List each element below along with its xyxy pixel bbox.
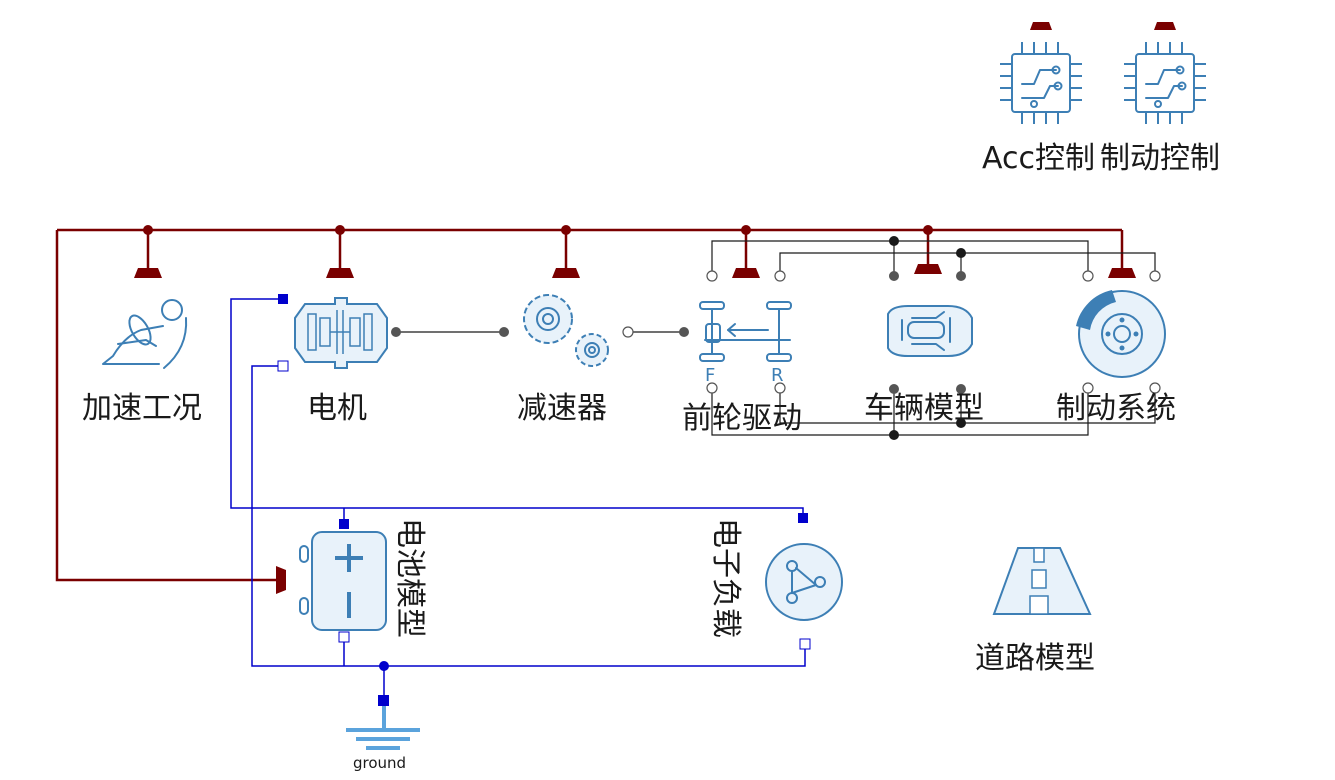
gears-icon xyxy=(523,294,609,367)
electronic-load-label: 电子负载 xyxy=(708,518,743,638)
flange-port[interactable] xyxy=(706,270,718,282)
driver-seat-icon xyxy=(102,299,188,369)
flange-port[interactable] xyxy=(679,327,689,337)
flange-port[interactable] xyxy=(956,271,966,281)
flange-port[interactable] xyxy=(391,327,401,337)
motor-icon xyxy=(294,297,388,369)
control-bus-port[interactable] xyxy=(1108,268,1136,278)
control-bus-port[interactable] xyxy=(914,264,942,274)
battery-icon xyxy=(299,531,387,631)
vehicle-model-label: 车辆模型 xyxy=(864,391,984,426)
reducer-label: 减速器 xyxy=(517,391,607,426)
flange-port[interactable] xyxy=(1149,382,1161,394)
front-drive-label: 前轮驱动 xyxy=(682,401,802,436)
control-bus-port[interactable] xyxy=(552,268,580,278)
flange-port[interactable] xyxy=(889,384,899,394)
motor-block[interactable]: 电机 xyxy=(277,268,401,426)
vehicle-model-block[interactable]: 车辆模型 xyxy=(864,264,984,426)
control-bus-port[interactable] xyxy=(1030,22,1052,30)
brake-control-block[interactable]: 制动控制 xyxy=(1100,22,1220,176)
control-bus-port[interactable] xyxy=(134,268,162,278)
flange-port[interactable] xyxy=(889,271,899,281)
electronic-load-block[interactable]: 电子负载 xyxy=(708,513,843,650)
chip-icon xyxy=(1124,42,1206,124)
control-bus-port[interactable] xyxy=(732,268,760,278)
ground-block[interactable]: ground xyxy=(346,695,420,772)
electric-lines xyxy=(230,298,806,700)
road-icon xyxy=(992,547,1092,615)
brake-control-label: 制动控制 xyxy=(1100,141,1220,176)
flange-port[interactable] xyxy=(1082,270,1094,282)
battery-model-block[interactable]: 电池模型 xyxy=(276,518,427,643)
road-model-block[interactable]: 道路模型 xyxy=(975,547,1095,676)
electric-port-negative[interactable] xyxy=(277,360,289,372)
electric-port-negative[interactable] xyxy=(338,631,350,643)
ground-label: ground xyxy=(353,754,406,772)
flange-port[interactable] xyxy=(1149,270,1161,282)
rear-axle-label: R xyxy=(771,365,784,386)
brake-system-label: 制动系统 xyxy=(1056,391,1176,426)
reducer-block[interactable]: 减速器 xyxy=(499,268,634,426)
flange-port[interactable] xyxy=(622,326,634,338)
electric-port-positive[interactable] xyxy=(339,519,349,529)
flange-port[interactable] xyxy=(499,327,509,337)
network-node-icon xyxy=(765,543,843,621)
flange-port[interactable] xyxy=(1082,382,1094,394)
front-drive-block[interactable]: F R 前轮驱动 xyxy=(679,268,802,436)
electric-port-ground[interactable] xyxy=(378,695,389,706)
control-bus-port[interactable] xyxy=(1154,22,1176,30)
control-bus-lines xyxy=(55,228,1124,582)
disc-brake-icon xyxy=(1076,290,1166,378)
mechanical-lines xyxy=(397,240,1156,436)
accel-condition-label: 加速工况 xyxy=(82,391,202,426)
ground-symbol-icon xyxy=(346,706,420,750)
front-axle-label: F xyxy=(705,365,715,386)
battery-model-label: 电池模型 xyxy=(392,518,427,638)
electric-port-positive[interactable] xyxy=(278,294,288,304)
motor-label: 电机 xyxy=(307,391,367,426)
flange-port[interactable] xyxy=(774,382,786,394)
control-bus-port[interactable] xyxy=(276,566,286,594)
flange-port[interactable] xyxy=(956,384,966,394)
flange-port[interactable] xyxy=(706,382,718,394)
electric-junction xyxy=(379,661,389,671)
electric-port-negative[interactable] xyxy=(799,638,811,650)
chip-icon xyxy=(1000,42,1082,124)
bus-junctions xyxy=(143,225,933,235)
car-icon xyxy=(887,305,973,357)
acc-control-label: Acc控制 xyxy=(982,141,1095,176)
acc-control-block[interactable]: Acc控制 xyxy=(982,22,1095,176)
electric-port-positive[interactable] xyxy=(798,513,808,523)
flange-port[interactable] xyxy=(774,270,786,282)
mechanical-junctions xyxy=(889,236,966,440)
road-model-label: 道路模型 xyxy=(975,641,1095,676)
drivetrain-icon xyxy=(699,301,792,362)
brake-system-block[interactable]: 制动系统 xyxy=(1056,268,1176,426)
control-bus-port[interactable] xyxy=(326,268,354,278)
accel-condition-block[interactable]: 加速工况 xyxy=(82,268,202,426)
